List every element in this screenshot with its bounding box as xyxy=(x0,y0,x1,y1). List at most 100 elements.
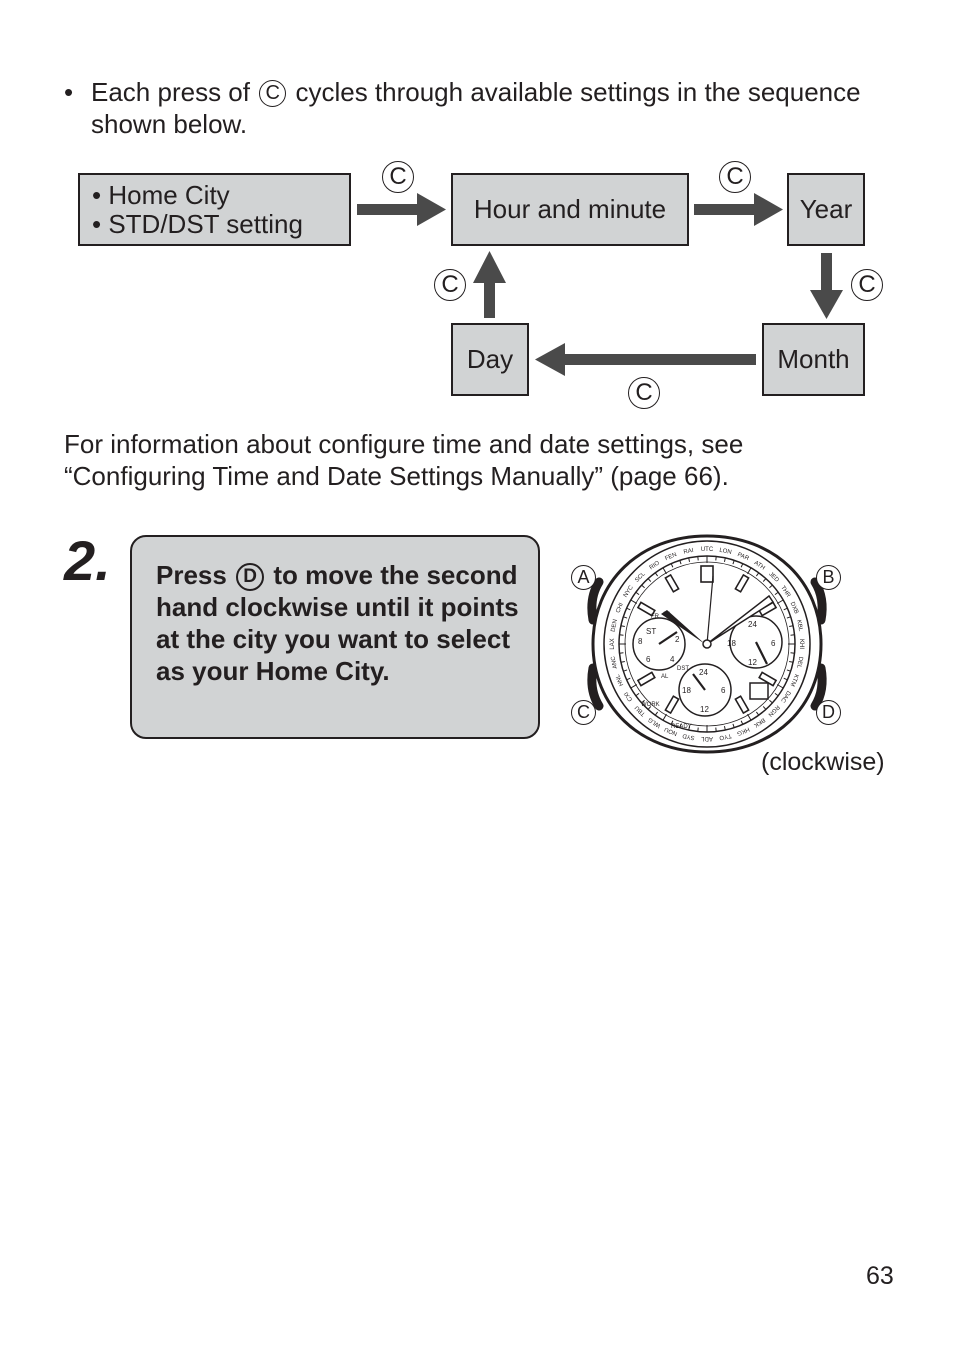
bezel-tick xyxy=(723,557,726,562)
bezel-tick xyxy=(688,557,691,562)
hour-marker xyxy=(636,671,656,687)
bezel-tick xyxy=(747,713,752,721)
hour-marker xyxy=(700,565,714,583)
subdial-left-hand xyxy=(658,631,678,645)
minute-hand xyxy=(706,594,775,645)
bezel-city-label: KHI xyxy=(798,639,804,649)
subdial-left-num-8: 8 xyxy=(638,637,643,646)
step-number: 2. xyxy=(64,529,111,592)
button-c-symbol: C xyxy=(259,80,287,107)
bezel-city-label: RIO xyxy=(649,560,661,571)
hour-marker xyxy=(734,573,750,593)
button-b-shape xyxy=(810,577,827,625)
intro-text-after: cycles through available settings in the… xyxy=(91,77,861,139)
subdial-left-num-4: 4 xyxy=(670,655,675,664)
bezel-outer xyxy=(603,540,811,748)
button-c-shape xyxy=(587,663,604,711)
bezel-city-label: SYD xyxy=(681,732,695,740)
bezel-city-label: DEN xyxy=(611,619,619,633)
subdial-right-num-6: 6 xyxy=(771,639,776,648)
flow-box-day: Day xyxy=(451,323,529,396)
bezel-tick xyxy=(620,660,625,663)
watch-button-a-label: A xyxy=(571,565,596,590)
c-button-label-3: C xyxy=(851,269,883,301)
bezel-tick xyxy=(647,706,652,710)
flow-box-month: Month xyxy=(762,323,865,396)
hour-hand xyxy=(661,610,705,644)
flow-home-line-1: • Home City xyxy=(92,179,230,210)
flow-year-label: Year xyxy=(799,194,853,224)
step-instruction-box: Press D to move the second hand clockwis… xyxy=(130,535,540,739)
bezel-city-label: ANC xyxy=(610,655,618,669)
bezel-tick xyxy=(723,726,726,731)
subdial-left-num-6: 6 xyxy=(646,655,651,664)
dial-label-sa: SA xyxy=(663,612,671,618)
bezel-city-label: ATH xyxy=(753,560,766,571)
bezel-tick xyxy=(623,669,628,672)
bezel-tick xyxy=(732,560,735,565)
bezel-tick xyxy=(620,625,625,628)
date-window xyxy=(749,682,769,700)
bezel-tick xyxy=(776,684,784,689)
bezel-tick xyxy=(626,677,631,681)
bezel-tick xyxy=(740,563,744,568)
subdial-bottom-hand xyxy=(692,673,706,691)
bezel-city-label: PAR xyxy=(736,552,750,562)
bezel-city-label: ADL xyxy=(701,735,713,741)
subdial-right-num-24: 24 xyxy=(748,620,757,629)
button-d-shape xyxy=(810,663,827,711)
bezel-city-label: BKK xyxy=(753,716,766,728)
bezel-city-label: LAX xyxy=(610,638,616,649)
bezel-city-label: KBL xyxy=(795,620,803,633)
dial-label-work: WORK xyxy=(641,702,660,708)
dial-label-dst: DST xyxy=(677,666,689,672)
bezel-city-label: CXI xyxy=(623,690,634,702)
bezel-tick xyxy=(679,723,682,728)
bezel-tick xyxy=(641,584,645,589)
flow-day-label: Day xyxy=(466,344,514,374)
bezel-tick xyxy=(630,599,638,604)
bullet: • xyxy=(64,77,74,107)
flow-hour-label: Hour and minute xyxy=(473,194,667,224)
flow-month-label: Month xyxy=(777,344,850,374)
second-hand xyxy=(706,575,714,645)
bezel-city-label: CHI xyxy=(615,602,625,614)
bezel-tick xyxy=(776,599,784,604)
bezel-city-label: HKG xyxy=(736,726,751,737)
bezel-tick xyxy=(747,567,752,575)
subdial-bottom-num-6: 6 xyxy=(721,686,726,695)
arrow-home-to-hour xyxy=(357,193,446,226)
hour-marker xyxy=(758,671,778,687)
arrow-month-to-day xyxy=(535,343,756,376)
bezel-tick xyxy=(755,572,760,577)
hour-marker xyxy=(636,601,656,617)
hour-marker xyxy=(664,573,680,593)
subdial-right-hand xyxy=(755,641,768,665)
page-number: 63 xyxy=(866,1262,894,1290)
hand-pivot xyxy=(702,639,712,649)
hour-marker xyxy=(734,695,750,715)
subdial-left-num-2: 2 xyxy=(675,635,680,644)
bezel-tick xyxy=(662,567,667,575)
dial-label-st: ST xyxy=(646,627,656,636)
bezel-tick xyxy=(769,584,773,589)
step-text-press: Press xyxy=(156,560,227,590)
dial-label-al: AL xyxy=(661,674,669,680)
bezel-tick xyxy=(654,572,659,577)
bezel-tick xyxy=(641,699,645,704)
bezel-tick xyxy=(783,677,788,681)
dial-label-fr: FR xyxy=(651,614,660,620)
watch-caption: (clockwise) xyxy=(761,748,885,776)
c-button-label-1: C xyxy=(382,161,414,193)
bezel-tick xyxy=(688,726,691,731)
bezel-city-label: RAI xyxy=(683,548,694,556)
hour-marker xyxy=(664,695,680,715)
arrow-year-to-month xyxy=(810,253,843,319)
bezel-tick xyxy=(762,578,767,582)
subdial-bottom-num-18: 18 xyxy=(682,686,691,695)
subdial-bottom-num-24: 24 xyxy=(699,668,708,677)
c-button-label-5: C xyxy=(434,269,466,301)
intro-text-before: Each press of xyxy=(91,77,250,107)
bezel-tick xyxy=(623,616,628,619)
bezel-city-label: LON xyxy=(719,548,732,556)
